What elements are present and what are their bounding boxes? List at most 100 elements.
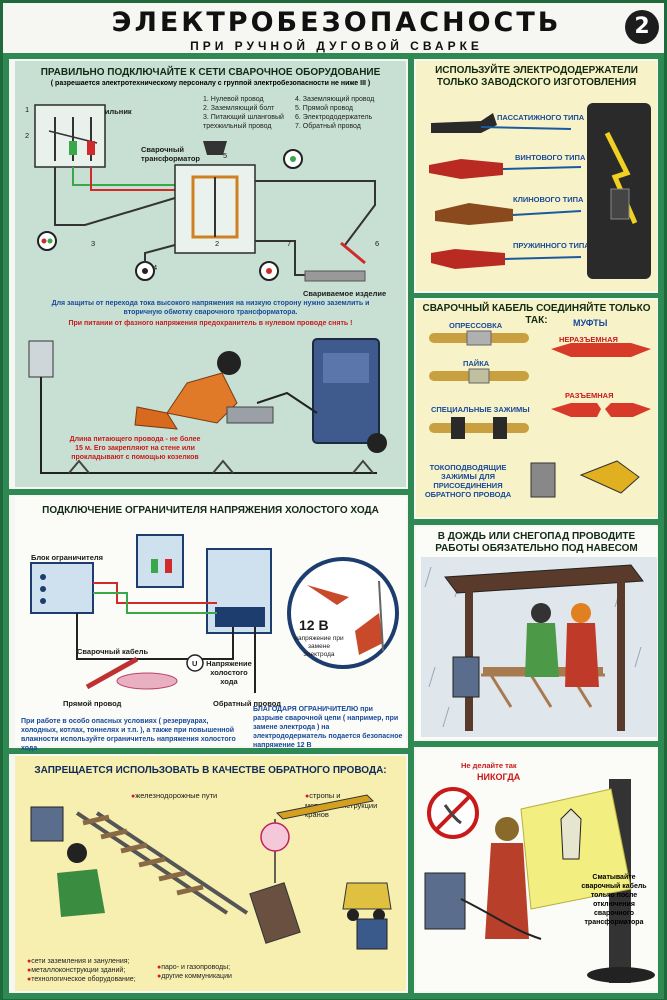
- limiter-volts-caption: напряжение при замене электрода: [294, 635, 344, 658]
- legend-right: 4. Заземляющий провод 5. Прямой провод 6…: [295, 95, 401, 131]
- frame-bar-left: [3, 59, 9, 999]
- limiter-circle-illustration: [287, 557, 399, 669]
- number-1: 1: [25, 105, 30, 114]
- welder-1-helmet: [531, 603, 551, 623]
- forbidden-heading: ЗАПРЕЩАЕТСЯ ИСПОЛЬЗОВАТЬ В КАЧЕСТВЕ ОБРА…: [34, 765, 387, 776]
- join-solder: ПАЙКА: [463, 359, 490, 368]
- cable-length-note: Длина питающего провода - не более 15 м.…: [69, 436, 201, 461]
- holder-type-screw: ВИНТОВОГО ТИПА: [515, 153, 586, 162]
- limiter-voltage-label: Напряжение холостого хода: [206, 659, 252, 686]
- u-symbol: U: [192, 659, 198, 668]
- holder-screw-icon: [429, 159, 503, 179]
- frame-bar-right-3: [414, 741, 664, 747]
- join-clamps: СПЕЦИАЛЬНЫЕ ЗАЖИМЫ: [431, 405, 530, 414]
- forbidden-list-left: сети заземления и зануления; металлоконс…: [27, 957, 136, 984]
- forbidden-scene: [30, 794, 392, 950]
- worker-helmet: [495, 817, 519, 841]
- welding-unit: [30, 806, 64, 842]
- limiter-diagram: [30, 534, 272, 693]
- limiter-block-label: Блок ограничителя: [31, 553, 104, 562]
- limiter-volts: 12 В: [299, 617, 329, 633]
- legend-item: 6. Электрододержатель: [295, 114, 373, 121]
- frame-bar-vertical: [408, 59, 414, 999]
- never-note: Сматывайте сварочный кабель только после…: [581, 874, 647, 926]
- connect-warning: Для защиты от перехода тока высокого нап…: [51, 300, 370, 316]
- muff-permanent-icon: [551, 343, 651, 357]
- forbidden-item: металлоконструкции зданий;: [27, 966, 136, 975]
- page-subtitle: ПРИ РУЧНОЙ ДУГОВОЙ СВАРКЕ: [190, 39, 483, 53]
- muff-permanent: НЕРАЗЪЕМНАЯ: [559, 335, 618, 344]
- never-label: НИКОГДА: [477, 772, 521, 782]
- clamp-join-icon: [429, 423, 529, 433]
- cable-heading: СВАРОЧНЫЙ КАБЕЛЬ СОЕДИНЯЙТЕ ТОЛЬКО ТАК:: [422, 303, 651, 326]
- limiter-cable-label: Сварочный кабель: [77, 647, 149, 656]
- number-2-transformer: 2: [215, 239, 220, 248]
- legend-item: 2. Заземляющий болт: [203, 105, 275, 112]
- rain-scene: [421, 557, 657, 737]
- return-clamp-icon: [530, 462, 556, 498]
- frame-bar-top: [3, 53, 664, 59]
- rain-heading: В ДОЖДЬ ИЛИ СНЕГОПАД ПРОВОДИТЕ РАБОТЫ ОБ…: [435, 531, 638, 554]
- muff-detachable-icon: [551, 403, 651, 417]
- page-title: ЭЛЕКТРОБЕЗОПАСНОСТЬ: [111, 7, 562, 38]
- forbidden-item: паро- и газопроводы;: [157, 963, 232, 972]
- never-scene: [424, 779, 655, 983]
- limiter-heading: ПОДКЛЮЧЕНИЕ ОГРАНИЧИТЕЛЯ НАПРЯЖЕНИЯ ХОЛО…: [42, 505, 379, 516]
- frame-bar-mid-left: [9, 489, 408, 495]
- dont-label: Не делайте так: [461, 761, 517, 770]
- connect-note: ( разрешается электротехническому персон…: [50, 80, 371, 87]
- holder-spring-icon: [431, 249, 505, 269]
- transformer-label: Сварочный трансформатор: [141, 145, 201, 163]
- legend-item: 5. Прямой провод: [295, 105, 354, 112]
- welder-helmet: [217, 351, 241, 375]
- number-5: 5: [223, 151, 228, 160]
- muff-title: МУФТЫ: [573, 318, 608, 328]
- legend-item: 4. Заземляющий провод: [295, 96, 375, 103]
- legend-item: 3. Питающий шланговый трехжильный провод: [203, 114, 284, 130]
- frame-bar-low-left: [9, 748, 408, 754]
- holder-wedge-icon: [435, 203, 513, 225]
- cable-clamps: ТОКОПОДВОДЯЩИЕ ЗАЖИМЫ ДЛЯ ПРИСОЕДИНЕНИЯ …: [424, 463, 512, 499]
- skeleton-icon: [560, 808, 582, 860]
- legend-item: 7. Обратный провод: [295, 123, 361, 130]
- connect-heading: ПРАВИЛЬНО ПОДКЛЮЧАЙТЕ К СЕТИ СВАРОЧНОЕ О…: [40, 67, 381, 78]
- wall-socket: [28, 340, 54, 378]
- frame-bar-bottom: [3, 993, 664, 999]
- welder-2-helmet: [571, 603, 591, 623]
- limiter-return-label: Обратный провод: [213, 699, 281, 708]
- workpiece-label: Свариваемое изделие: [303, 289, 387, 298]
- holders-heading: ИСПОЛЬЗУЙТЕ ЭЛЕКТРОДОДЕРЖАТЕЛИ ТОЛЬКО ЗА…: [435, 65, 638, 88]
- limiter-note-right: БЛАГОДАРЯ ОГРАНИЧИТЕЛЮ при разрыве сваро…: [253, 706, 403, 749]
- poster-number-badge: 2: [625, 10, 659, 44]
- legend-item: 1. Нулевой провод: [203, 96, 264, 103]
- legend-left: 1. Нулевой провод 2. Заземляющий болт 3.…: [203, 95, 291, 131]
- join-crimp: ОПРЕССОВКА: [449, 321, 503, 330]
- holder-type-pliers: ПАССАТИЖНОГО ТИПА: [497, 113, 585, 122]
- muff-detachable: РАЗЪЕМНАЯ: [565, 391, 614, 400]
- limiter-direct-label: Прямой провод: [63, 699, 122, 708]
- forbidden-item-rails: железнодорожные пути: [131, 791, 217, 801]
- number-3: 3: [91, 239, 96, 248]
- holders-illustration: [429, 103, 651, 279]
- forbidden-item: другие коммуникации: [157, 972, 232, 981]
- connect-warning-2: При питании от фазного напряжения предох…: [68, 320, 353, 327]
- forbidden-item: сети заземления и зануления;: [27, 957, 136, 966]
- number-6: 6: [375, 239, 380, 248]
- frame-bar-right: [658, 59, 664, 999]
- number-4: 4: [153, 263, 158, 272]
- limiter-note-left: При работе в особо опасных условиях ( ре…: [21, 718, 236, 752]
- forbidden-list-right: паро- и газопроводы; другие коммуникации: [157, 963, 232, 981]
- holder-type-spring: ПРУЖИННОГО ТИПА: [513, 241, 590, 250]
- frame-bar-right-2: [414, 519, 664, 525]
- switch-label: Рубильник: [91, 107, 132, 116]
- forbidden-item: технологическое оборудование;: [27, 975, 135, 984]
- transformer-icon: [424, 872, 466, 930]
- holder-pliers-icon: [431, 113, 497, 133]
- holder-type-wedge: КЛИНОВОГО ТИПА: [513, 195, 584, 204]
- number-7: 7: [287, 239, 292, 248]
- number-2: 2: [25, 131, 30, 140]
- welder-scene: [28, 338, 387, 474]
- cable-joins-illustration: [429, 330, 651, 498]
- wiring-diagram: [34, 104, 376, 282]
